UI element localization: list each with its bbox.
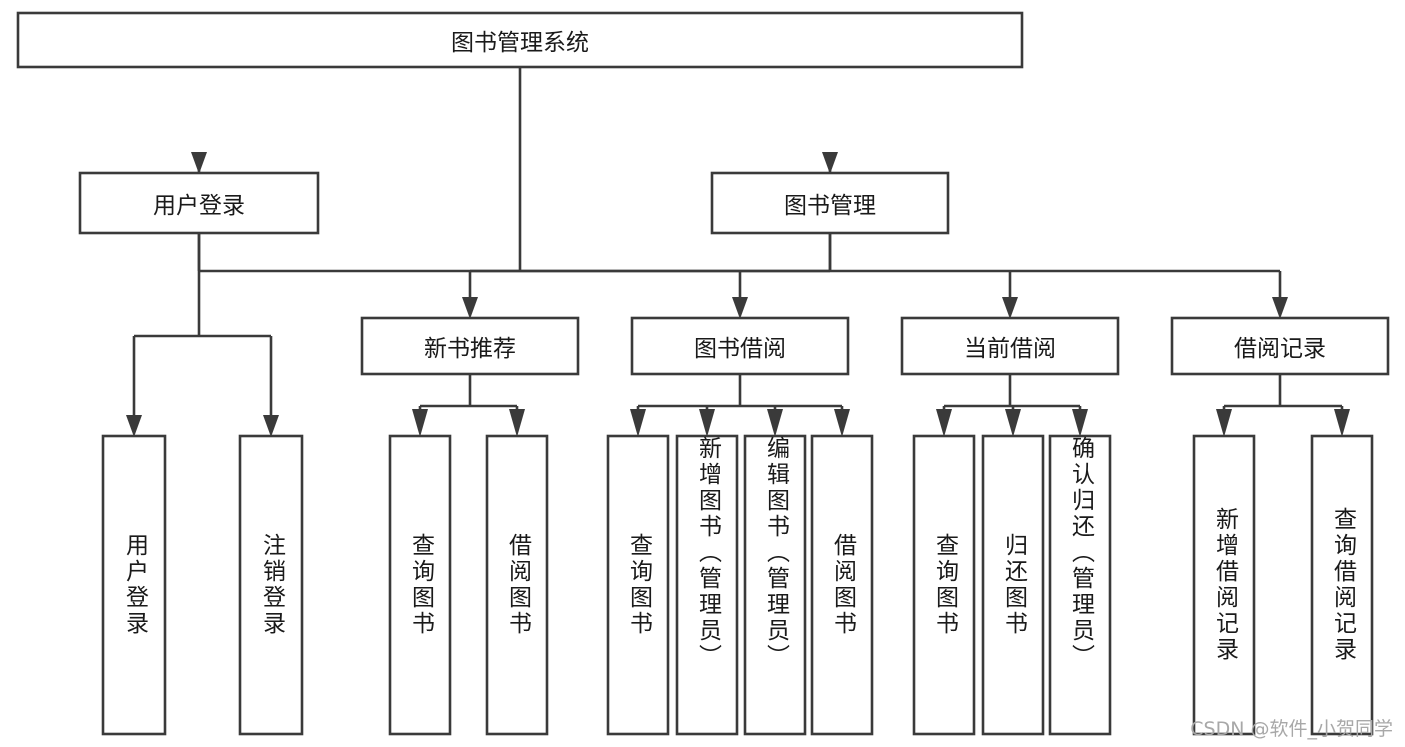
node-box-leaf-nb-query-book[interactable] [388,434,452,736]
arrow-head-re-1 [1216,409,1232,437]
connector-user-login-to-leaves [126,233,279,437]
arrow-head-bo-1 [630,409,646,437]
arrow-head-cu-1 [936,409,952,437]
node-box-leaf-re-query-record[interactable] [1310,434,1374,736]
arrow-head-cu-2 [1005,409,1021,437]
node-box-leaf-nb-borrow-book[interactable] [485,434,549,736]
arrow-head-user-login [191,152,207,174]
arrow-head-current [1002,297,1018,319]
node-box-new-book-recommend[interactable] [360,316,580,376]
arrow-head-records [1272,297,1288,319]
node-box-leaf-user-login[interactable] [101,434,167,736]
connector-book-mgmt-to-level3 [462,233,1288,319]
node-box-current-borrow[interactable] [900,316,1120,376]
arrow-head-new-book [462,297,478,319]
node-box-leaf-logout[interactable] [238,434,304,736]
arrow-head-nb-1 [412,409,428,437]
node-box-leaf-cu-confirm-return[interactable] [1048,434,1112,736]
node-box-leaf-bo-query-book[interactable] [606,434,670,736]
node-box-book-borrow[interactable] [630,316,850,376]
arrow-head-bo-2 [699,409,715,437]
connector-new-book-to-leaves [412,374,525,437]
node-box-leaf-bo-borrow-book[interactable] [810,434,874,736]
arrow-head-bo-4 [834,409,850,437]
connector-records-to-leaves [1216,374,1350,437]
node-box-leaf-bo-edit-book[interactable] [743,434,807,736]
node-box-leaf-bo-add-book[interactable] [675,434,739,736]
node-box-user-login[interactable] [78,171,320,235]
arrow-head-book-mgmt [822,152,838,174]
node-box-book-management[interactable] [710,171,950,235]
arrow-head-bo-3 [767,409,783,437]
node-box-leaf-cu-query-book[interactable] [912,434,976,736]
node-box-leaf-re-add-record[interactable] [1192,434,1256,736]
connector-borrow-to-leaves [630,374,850,437]
connector-current-to-leaves [936,374,1088,437]
arrow-head-leaf-logout [263,415,279,437]
arrow-head-leaf-user-login [126,415,142,437]
node-box-root[interactable] [16,11,1024,69]
arrow-head-cu-3 [1072,409,1088,437]
connector-root-to-level2 [191,67,838,273]
arrow-head-borrow [732,297,748,319]
arrow-head-re-2 [1334,409,1350,437]
arrow-head-nb-2 [509,409,525,437]
node-box-borrow-records[interactable] [1170,316,1390,376]
node-box-leaf-cu-return-book[interactable] [981,434,1045,736]
